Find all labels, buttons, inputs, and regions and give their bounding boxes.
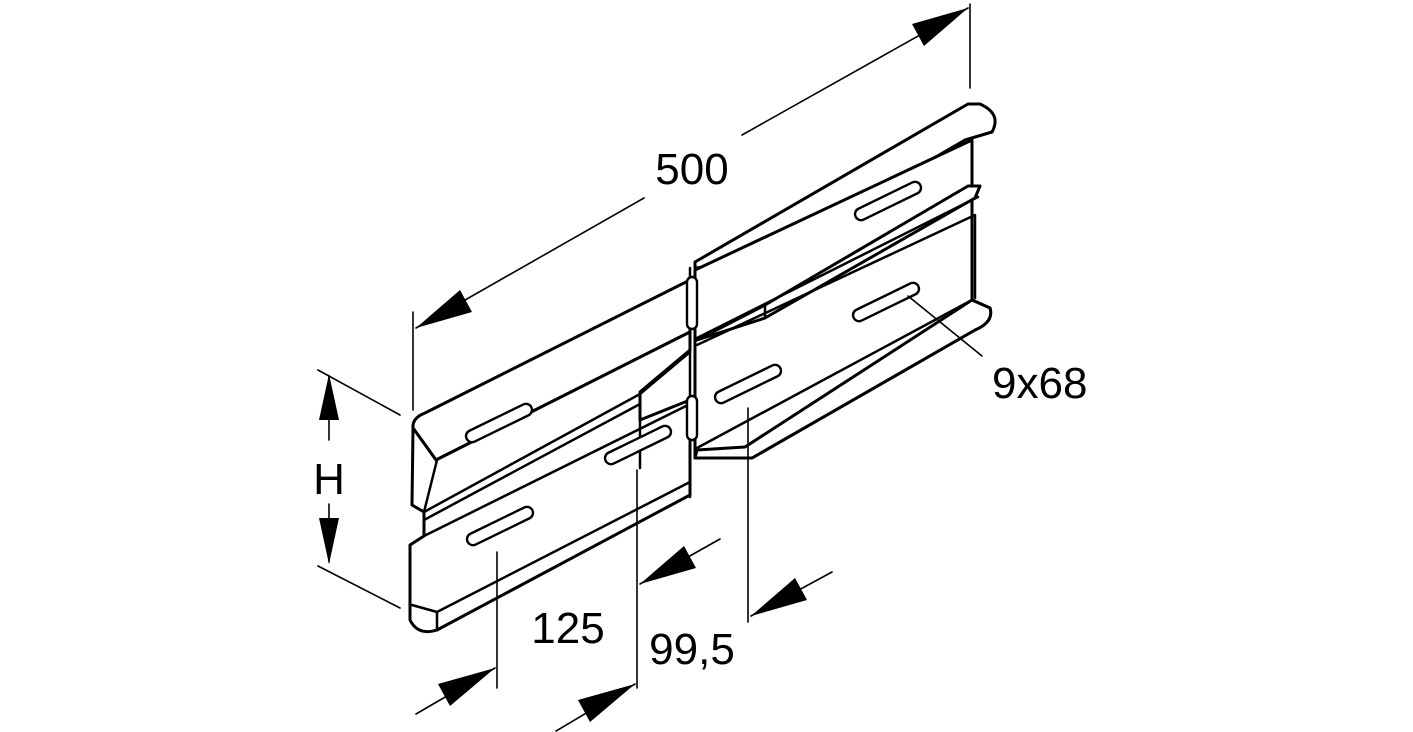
dimension-pitch-b: 99,5 <box>639 407 833 674</box>
slot-3 <box>465 505 535 547</box>
arrow-length-right <box>912 8 968 46</box>
slot-size-label: 9x68 <box>992 359 1087 408</box>
arrow-pitch-a-left <box>438 668 495 706</box>
arrow-pitch-b-right <box>751 578 807 616</box>
dimension-height: H <box>313 369 401 609</box>
slot-size-callout: 9x68 <box>907 295 1087 408</box>
height-label: H <box>313 455 345 504</box>
slot-5 <box>853 180 923 222</box>
connector-right-half <box>693 102 997 460</box>
pitch-b-label: 99,5 <box>649 625 735 674</box>
arrow-length-left <box>416 290 472 328</box>
slot-vertical-top <box>685 275 699 331</box>
slot-6 <box>851 281 921 323</box>
slots <box>464 180 923 547</box>
connector-left-half <box>408 266 692 634</box>
slot-2 <box>603 424 673 466</box>
dimension-pitch-a: 125 <box>415 469 638 732</box>
dimension-length: 500 <box>412 3 971 411</box>
pitch-a-label: 125 <box>531 604 604 653</box>
arrow-pitch-b-left <box>640 546 696 584</box>
slot-vertical-bottom <box>685 394 699 442</box>
length-label: 500 <box>655 145 728 194</box>
arrow-height-bottom <box>319 518 339 564</box>
slot-1 <box>464 402 534 444</box>
arrow-pitch-a-right <box>578 684 635 722</box>
slot-4 <box>713 363 783 405</box>
arrow-height-top <box>319 374 339 420</box>
